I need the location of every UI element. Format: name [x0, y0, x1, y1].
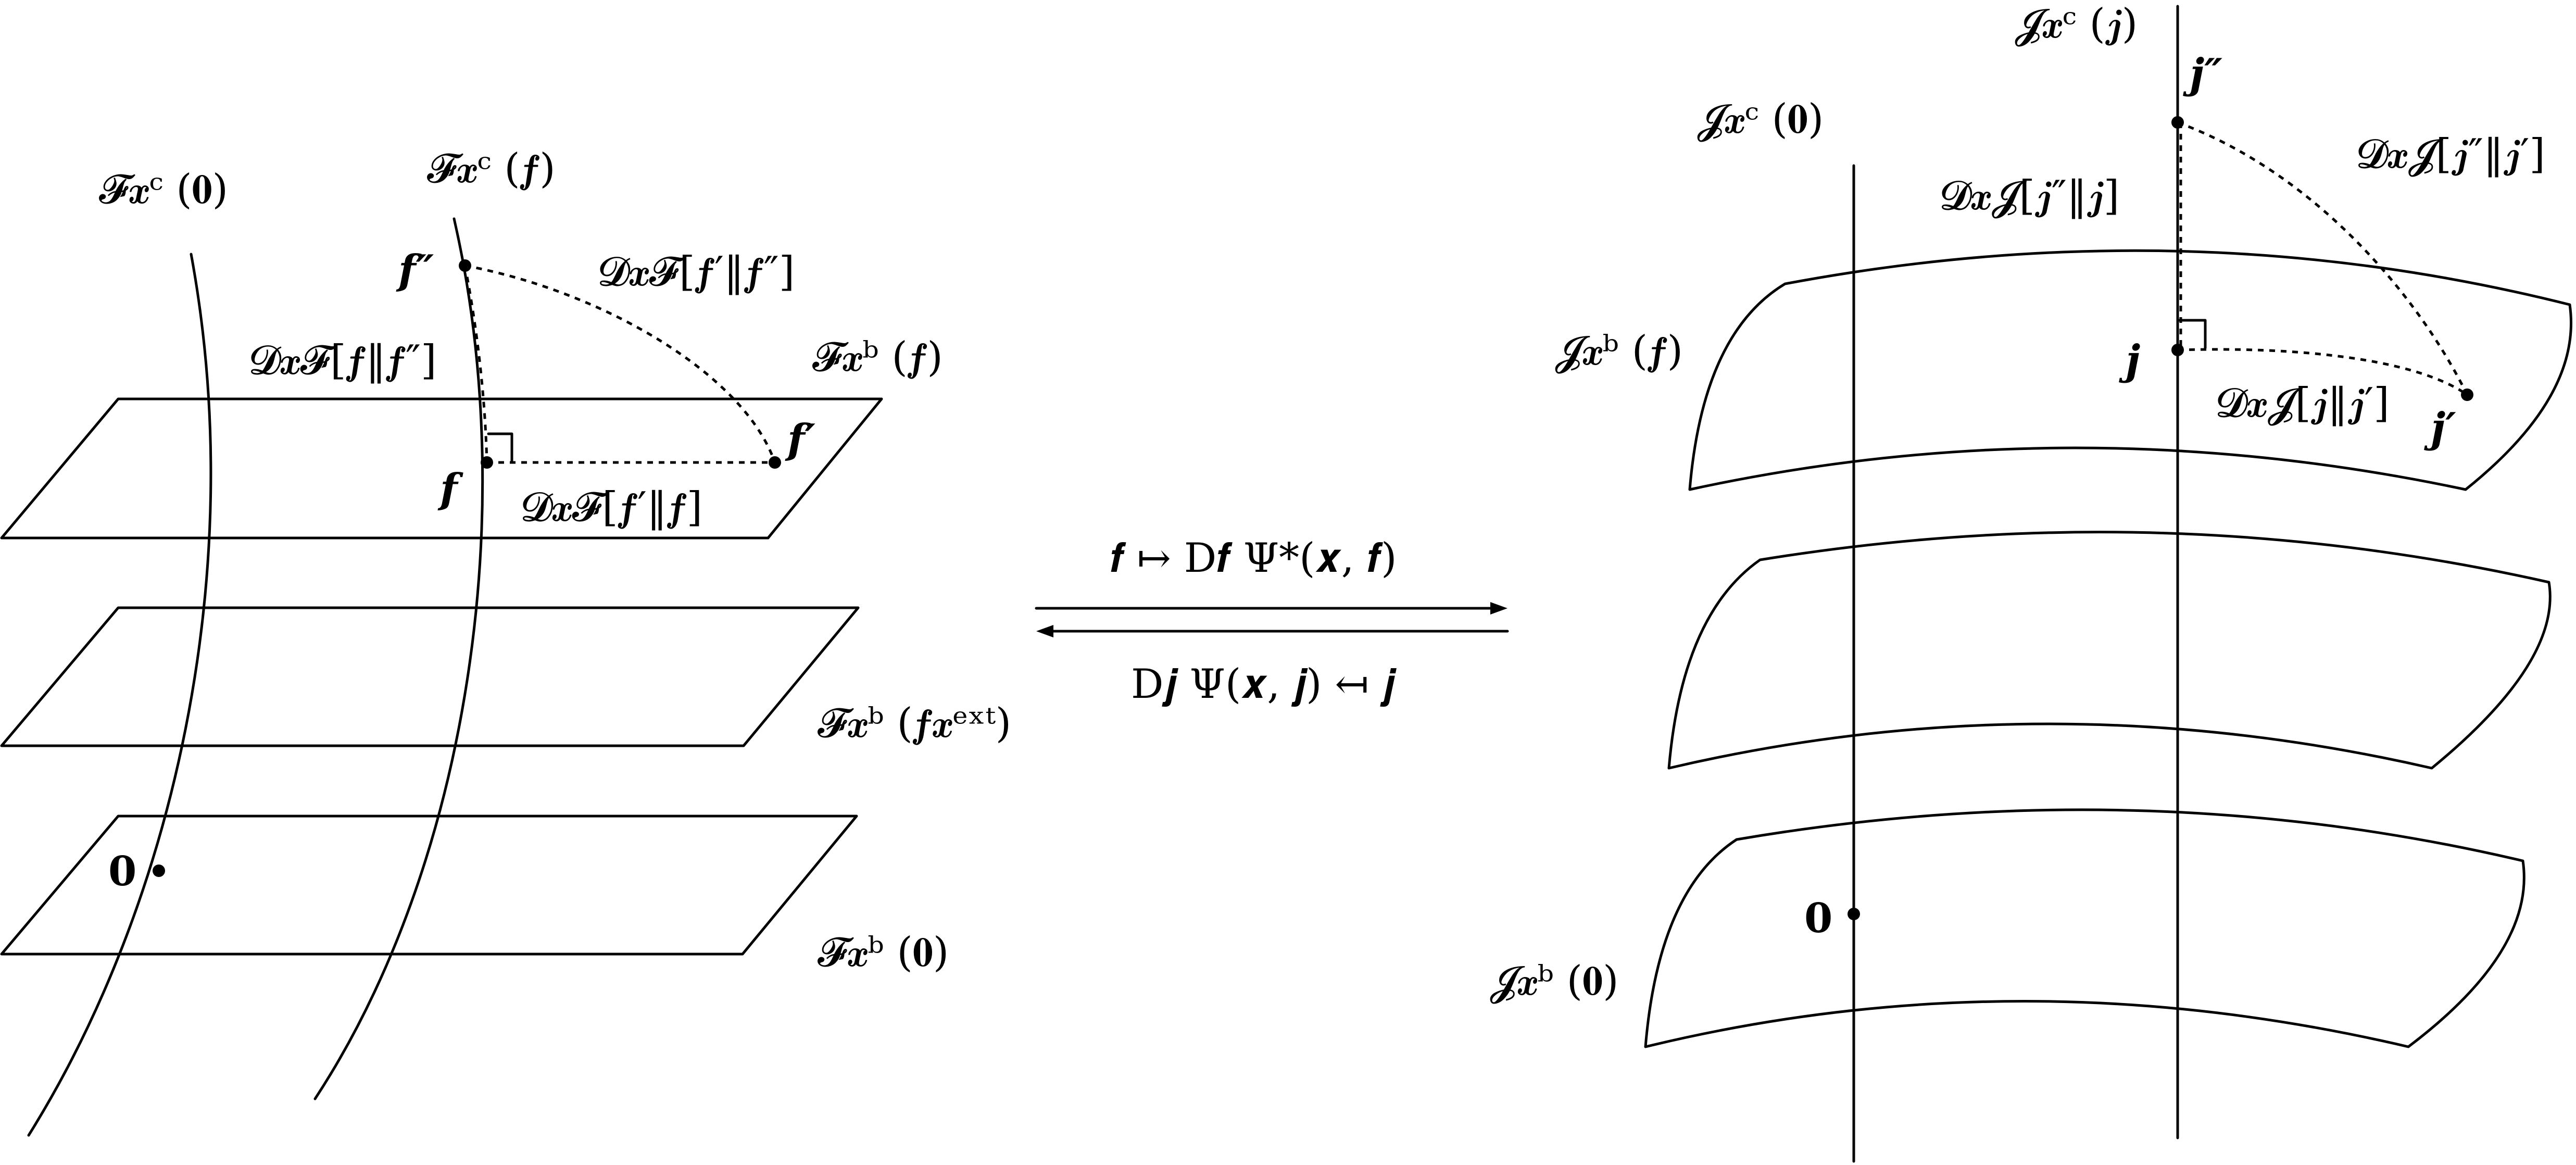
label-plane-f: 𝓕𝒙ᵇ (𝒇)	[812, 334, 943, 381]
fiber-f-curve	[313, 217, 484, 1100]
arc-jpp-to-jp	[2177, 121, 2469, 396]
sheet-zero	[1644, 808, 2525, 1048]
label-point-j: 𝒋	[2119, 336, 2140, 384]
label-fiber-j: 𝓙𝒙ᶜ (𝒋)	[2014, 1, 2138, 47]
right-angle-marker-f	[487, 432, 513, 462]
arc-j-to-jp	[2177, 348, 2468, 396]
label-point-jpp: 𝒋″	[2183, 50, 2222, 97]
label-plane-fext: 𝓕𝒙ᵇ (𝒇𝒙ᵉˣᵗ)	[818, 700, 1011, 747]
point-j	[2171, 344, 2184, 356]
label-fiber-f: 𝓕𝒙ᶜ (𝒇)	[427, 145, 556, 192]
point-zero-right	[1848, 908, 1860, 920]
point-fp	[769, 456, 781, 469]
label-sheet-zero: 𝓙𝒙ᵇ (𝟎)	[1489, 958, 1619, 1005]
label-point-zero-right: 𝟎	[1804, 895, 1832, 942]
plane-zero	[0, 815, 858, 956]
label-fiber-zero: 𝓕𝒙ᶜ (𝟎)	[99, 166, 228, 213]
legendre-map: 𝒇 ↦ D𝒇 Ψ*(𝒙, 𝒇) D𝒋 Ψ(𝒙, 𝒋) ↤ 𝒋	[1035, 535, 1509, 708]
label-div-j-jp: 𝓓𝒙𝓙[𝒋‖𝒋′]	[2216, 380, 2390, 427]
plane-f	[0, 397, 883, 540]
label-plane-zero: 𝓕𝒙ᵇ (𝟎)	[818, 929, 949, 976]
sheet-middle	[1667, 531, 2552, 770]
point-fpp	[459, 259, 471, 272]
plane-fext	[0, 606, 860, 747]
arrow-forward-head	[1490, 602, 1507, 615]
left-space: 𝓕𝒙ᶜ (𝟎) 𝓕𝒙ᶜ (𝒇) 𝓕𝒙ᵇ (𝒇) 𝓕𝒙ᵇ (𝒇𝒙ᵉˣᵗ) 𝓕𝒙ᵇ …	[0, 145, 1011, 1137]
label-div-fp-f: 𝓓𝒙𝓕[𝒇′‖𝒇]	[521, 484, 702, 531]
label-backward-map: D𝒋 Ψ(𝒙, 𝒋) ↤ 𝒋	[1131, 661, 1397, 708]
label-fiber-zero-right: 𝓙𝒙ᶜ (𝟎)	[1697, 96, 1824, 143]
right-space: 𝓙𝒙ᶜ (𝟎) 𝓙𝒙ᶜ (𝒋) 𝓙𝒙ᵇ (𝒇) 𝓙𝒙ᵇ (𝟎) 𝒋″ 𝒋 𝒋′ …	[1489, 1, 2572, 1163]
label-sheet-f: 𝓙𝒙ᵇ (𝒇)	[1554, 328, 1683, 374]
label-div-f-fpp: 𝓓𝒙𝓕[𝒇‖𝒇″]	[249, 337, 436, 384]
label-point-zero-left: 𝟎	[108, 848, 136, 895]
label-point-jp: 𝒋′	[2424, 404, 2456, 452]
label-point-fpp: 𝒇″	[396, 246, 434, 294]
right-angle-marker-j	[2178, 319, 2207, 349]
label-point-fp: 𝒇′	[785, 416, 816, 463]
point-jp	[2461, 389, 2473, 401]
fiber-f-tangent-dotted	[463, 265, 488, 463]
arc-fpp-to-fp	[464, 264, 776, 463]
label-div-jpp-j: 𝓓𝒙𝓙[𝒋″‖𝒋]	[1940, 172, 2119, 219]
label-forward-map: 𝒇 ↦ D𝒇 Ψ*(𝒙, 𝒇)	[1110, 535, 1397, 582]
arrow-backward-head	[1036, 625, 1053, 637]
label-div-fp-fpp: 𝓓𝒙𝓕[𝒇′‖𝒇″]	[598, 248, 795, 295]
label-div-jpp-jp: 𝓓𝒙𝓙[𝒋″‖𝒋′]	[2356, 131, 2545, 178]
fiber-zero-curve	[27, 253, 212, 1137]
sheet-f	[1688, 249, 2572, 491]
label-point-f: 𝒇	[437, 465, 463, 512]
point-jpp	[2171, 116, 2184, 129]
point-f	[481, 456, 493, 469]
point-zero-left	[153, 865, 165, 877]
